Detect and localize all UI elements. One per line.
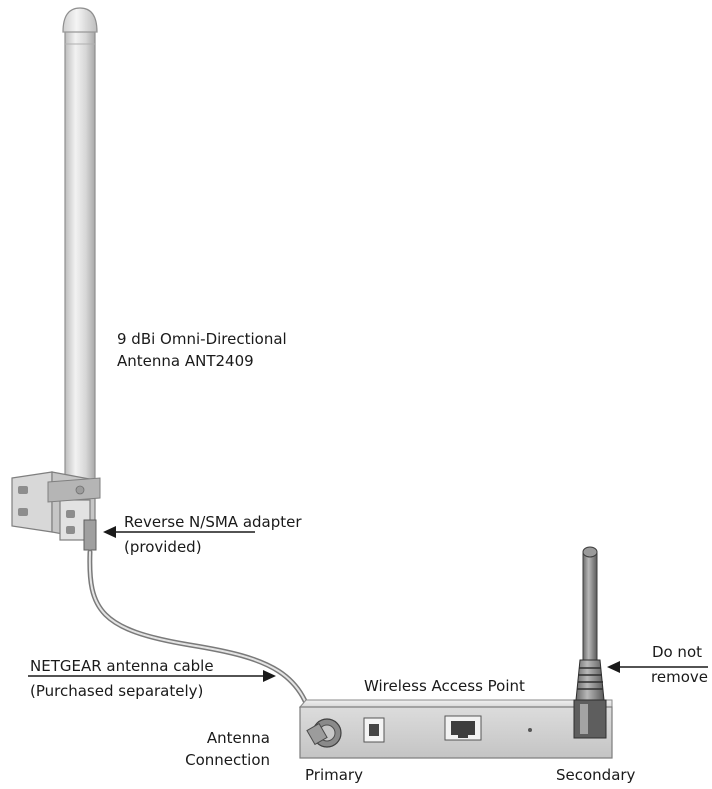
antenna-label-line2: Antenna ANT2409 bbox=[117, 352, 254, 370]
secondary-antenna-mast bbox=[582, 551, 598, 661]
cable-label-line1: NETGEAR antenna cable bbox=[30, 657, 214, 675]
antenna-label-line1: 9 dBi Omni-Directional bbox=[117, 330, 287, 348]
omni-antenna bbox=[62, 7, 98, 486]
cable-arrow bbox=[28, 670, 276, 682]
adapter-label-line2: (provided) bbox=[124, 538, 202, 556]
connection-label-line1: Antenna bbox=[206, 729, 270, 747]
wireless-access-point bbox=[298, 699, 613, 759]
primary-connector bbox=[306, 718, 342, 748]
do-not-remove-label-line1: Do not bbox=[651, 643, 702, 661]
reverse-n-sma-adapter bbox=[83, 519, 97, 551]
connection-label-line2: Connection bbox=[185, 751, 270, 769]
access-point-top bbox=[298, 699, 613, 708]
secondary-label: Secondary bbox=[556, 766, 636, 784]
reset-hole bbox=[528, 728, 532, 732]
primary-label: Primary bbox=[305, 766, 363, 784]
antenna-cable bbox=[87, 549, 318, 738]
antenna-tube bbox=[64, 29, 96, 486]
adapter-arrow bbox=[103, 526, 255, 538]
secondary-antenna bbox=[573, 546, 607, 739]
antenna-cap bbox=[62, 7, 98, 33]
do-not-remove-label-line2: remove bbox=[651, 668, 708, 686]
do-not-remove-arrow bbox=[607, 661, 708, 673]
cable-label-line2: (Purchased separately) bbox=[30, 682, 204, 700]
adapter-label-line1: Reverse N/SMA adapter bbox=[124, 513, 302, 531]
device-label: Wireless Access Point bbox=[364, 677, 525, 695]
